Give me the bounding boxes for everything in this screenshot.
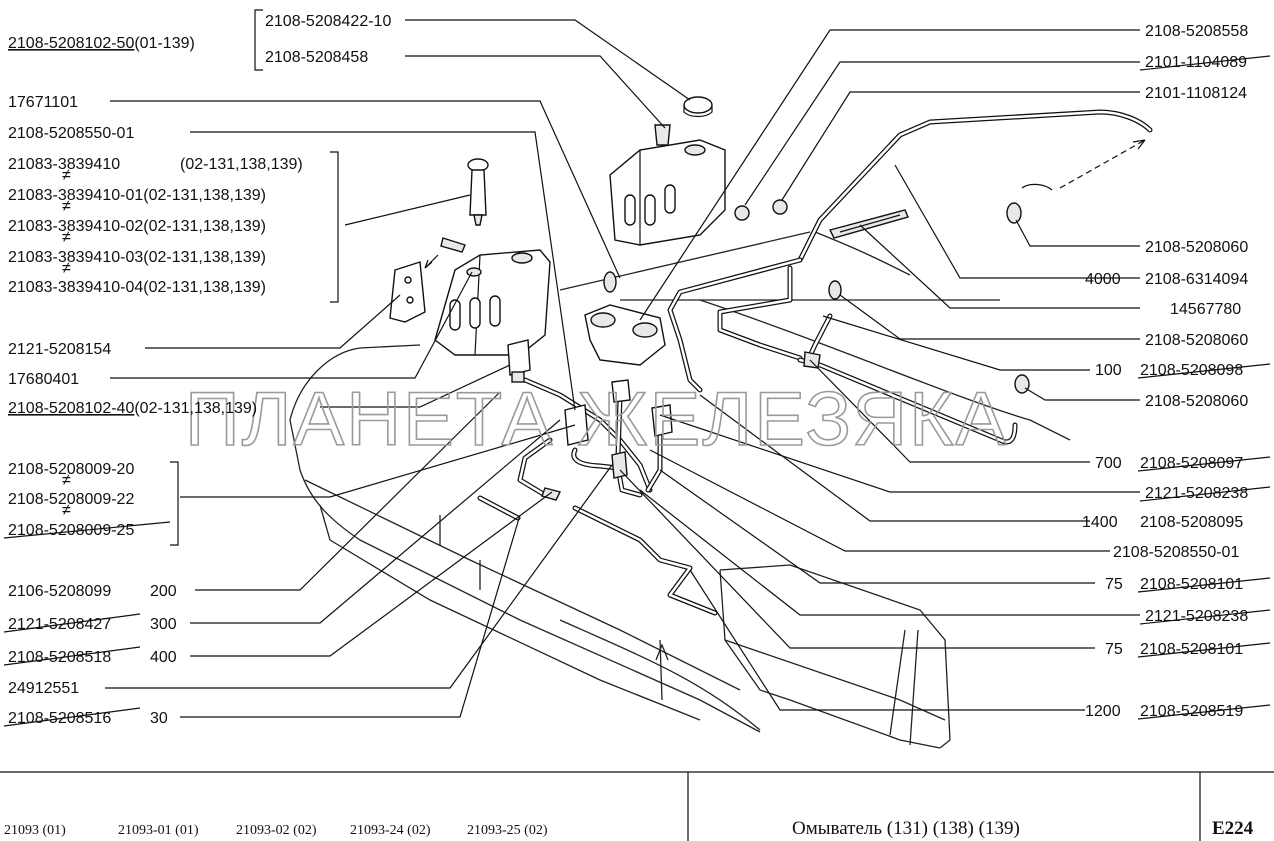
strike-right-10 [1139,486,1271,502]
small-fittings [541,199,1030,501]
left-labels: 2108-5208102-50(01-139) 17671101 2108-52… [3,35,303,727]
top-labels: 2108-5208422-10 2108-5208458 [265,13,391,66]
nozzle-body [564,404,589,446]
strike-right-13 [1137,577,1271,593]
strike-right-1 [1139,55,1271,71]
label-right-8: 2108-5208060 [1145,393,1248,410]
nozzle-right [651,404,673,437]
direction-arrow [1021,139,1146,191]
strike-left-15 [3,613,141,633]
strike-right-16 [1137,704,1271,720]
pump-motor [507,339,531,383]
valve [611,379,631,403]
footer-title: Омыватель (131) (138) (139) [792,818,1020,839]
label-right-14: 2121-5208238 [1145,608,1248,625]
footer-model-1: 21093-01 (01) [118,823,199,838]
label-top-0: 2108-5208422-10 [265,13,391,30]
label-right-5: 14567780 [1170,301,1241,318]
label-right-0: 2108-5208558 [1145,23,1248,40]
label-left-12: 2108-5208009-22 [8,491,134,508]
label-left-16: 2108-5208518400 [8,649,177,666]
car-body-outline [289,231,1071,749]
label-left-0: 2108-5208102-50(01-139) [8,35,195,52]
reservoir-plug [654,124,671,146]
strike-left-13 [3,521,171,539]
alt-mark-2: ≠ [62,198,71,215]
label-left-9: 17680401 [8,371,79,388]
strike-left-16 [3,646,141,666]
alt-mark-6: ≠ [62,502,71,519]
label-left-13: 2108-5208009-25 [8,522,134,539]
label-left-2: 2108-5208550-01 [8,125,134,142]
strike-right-7 [1137,363,1271,379]
label-right-3: 2108-5208060 [1145,239,1248,256]
clip [424,237,466,269]
label-right-1: 2101-1104089 [1145,54,1247,71]
label-left-15: 2121-5208427300 [8,616,177,633]
label-left-17: 24912551 [8,680,79,697]
footer-model-2: 21093-02 (02) [236,823,317,838]
footer: 21093 (01) 21093-01 (01) 21093-02 (02) 2… [0,771,1274,841]
label-right-2: 2101-1108124 [1145,85,1247,102]
label-left-1: 17671101 [8,94,78,111]
label-left-3: 21083-3839410(02-131,138,139) [8,156,303,173]
footer-model-3: 21093-24 (02) [350,823,431,838]
strike-left-18 [3,707,141,727]
label-left-4: 21083-3839410-01(02-131,138,139) [8,187,266,204]
watermark: ПЛАНЕТА ЖЕЛЕЗЯКА [185,377,1008,462]
label-left-10: 2108-5208102-40(02-131,138,139) [8,400,257,417]
label-left-6: 21083-3839410-03(02-131,138,139) [8,249,266,266]
reservoir-alt [434,249,551,356]
strike-right-14 [1139,609,1271,625]
alt-mark-4: ≠ [62,260,71,277]
label-left-7: 21083-3839410-04(02-131,138,139) [8,279,266,296]
rear-wiper-blade [828,209,909,239]
label-left-18: 2108-520851630 [8,710,168,727]
reservoir-cap [683,96,713,118]
strike-right-15 [1137,642,1271,658]
label-right-6: 2108-5208060 [1145,332,1248,349]
label-right-10: 2121-5208238 [1145,485,1248,502]
label-left-11: 2108-5208009-20 [8,461,134,478]
bracket [389,261,426,323]
group-brackets [170,9,339,546]
label-right-12: 2108-5208550-01 [1113,544,1239,561]
label-left-5: 21083-3839410-02(02-131,138,139) [8,218,266,235]
level-sensor [467,158,489,226]
leader-lines [105,19,1140,718]
pump-bracket [584,304,666,366]
right-labels: 2108-5208558 2101-1104089 2101-1108124 2… [1082,23,1271,720]
alt-mark-1: ≠ [62,167,71,184]
alt-mark-3: ≠ [62,229,71,246]
strike-right-9 [1137,456,1271,472]
footer-model-0: 21093 (01) [4,823,66,838]
alt-mark-5: ≠ [62,472,71,489]
footer-model-4: 21093-25 (02) [467,823,548,838]
label-top-1: 2108-5208458 [265,49,368,66]
footer-code: E224 [1212,818,1254,839]
label-left-8: 2121-5208154 [8,341,111,358]
reservoir-main [609,139,726,246]
washer-hoses [477,109,1153,616]
